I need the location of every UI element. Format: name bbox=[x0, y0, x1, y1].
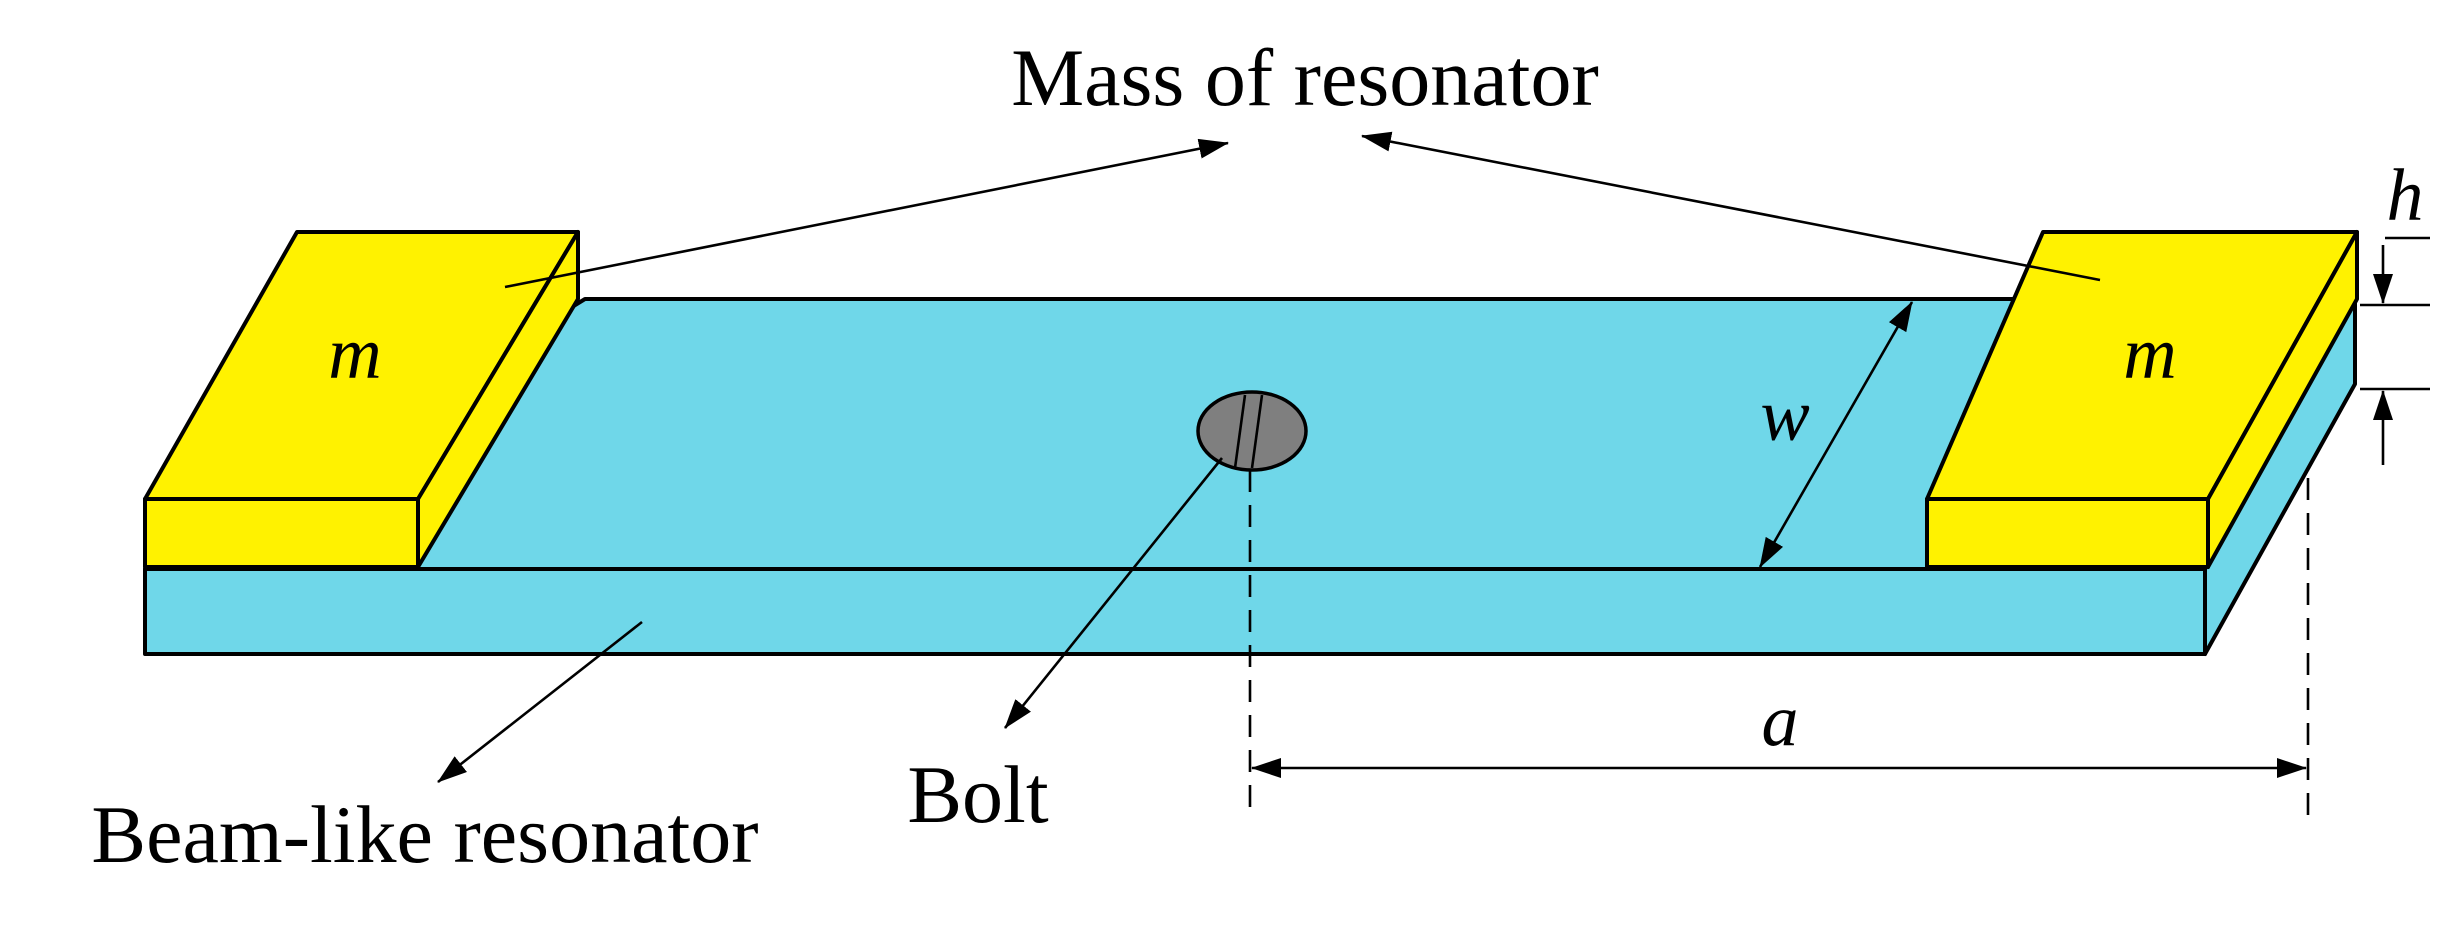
bolt-slot-line bbox=[1233, 394, 1247, 469]
bolt-slot-line bbox=[1250, 394, 1264, 469]
right-mass-label: m bbox=[2123, 313, 2176, 395]
dimension-w-arrow bbox=[1758, 301, 1914, 568]
bolt bbox=[1196, 390, 1308, 472]
bolt-leader-arrow bbox=[1003, 457, 1224, 729]
right-mass-front-face bbox=[1925, 497, 2210, 569]
mass-title-label: Mass of resonator bbox=[1011, 32, 1599, 123]
dimension-w-label: w bbox=[1760, 375, 1809, 457]
dimension-h: h bbox=[2360, 155, 2430, 465]
left-mass-side-face bbox=[416, 230, 580, 569]
bolt-head bbox=[1196, 390, 1308, 472]
beam-front-face bbox=[143, 567, 2207, 656]
mass-right-leader-arrow bbox=[1361, 131, 2101, 282]
right-mass-side-face bbox=[2206, 230, 2359, 569]
beam-leader-arrow bbox=[437, 620, 643, 784]
left-mass: m bbox=[143, 230, 580, 569]
right-mass: m bbox=[1925, 230, 2359, 569]
beam-label: Beam-like resonator bbox=[91, 789, 758, 880]
dimension-a-label: a bbox=[1762, 680, 1799, 762]
dimension-h-label: h bbox=[2387, 155, 2424, 237]
left-mass-front-face bbox=[143, 497, 420, 569]
mass-left-leader-arrow bbox=[504, 138, 1229, 289]
bolt-label: Bolt bbox=[907, 749, 1048, 840]
left-mass-label: m bbox=[328, 313, 381, 395]
